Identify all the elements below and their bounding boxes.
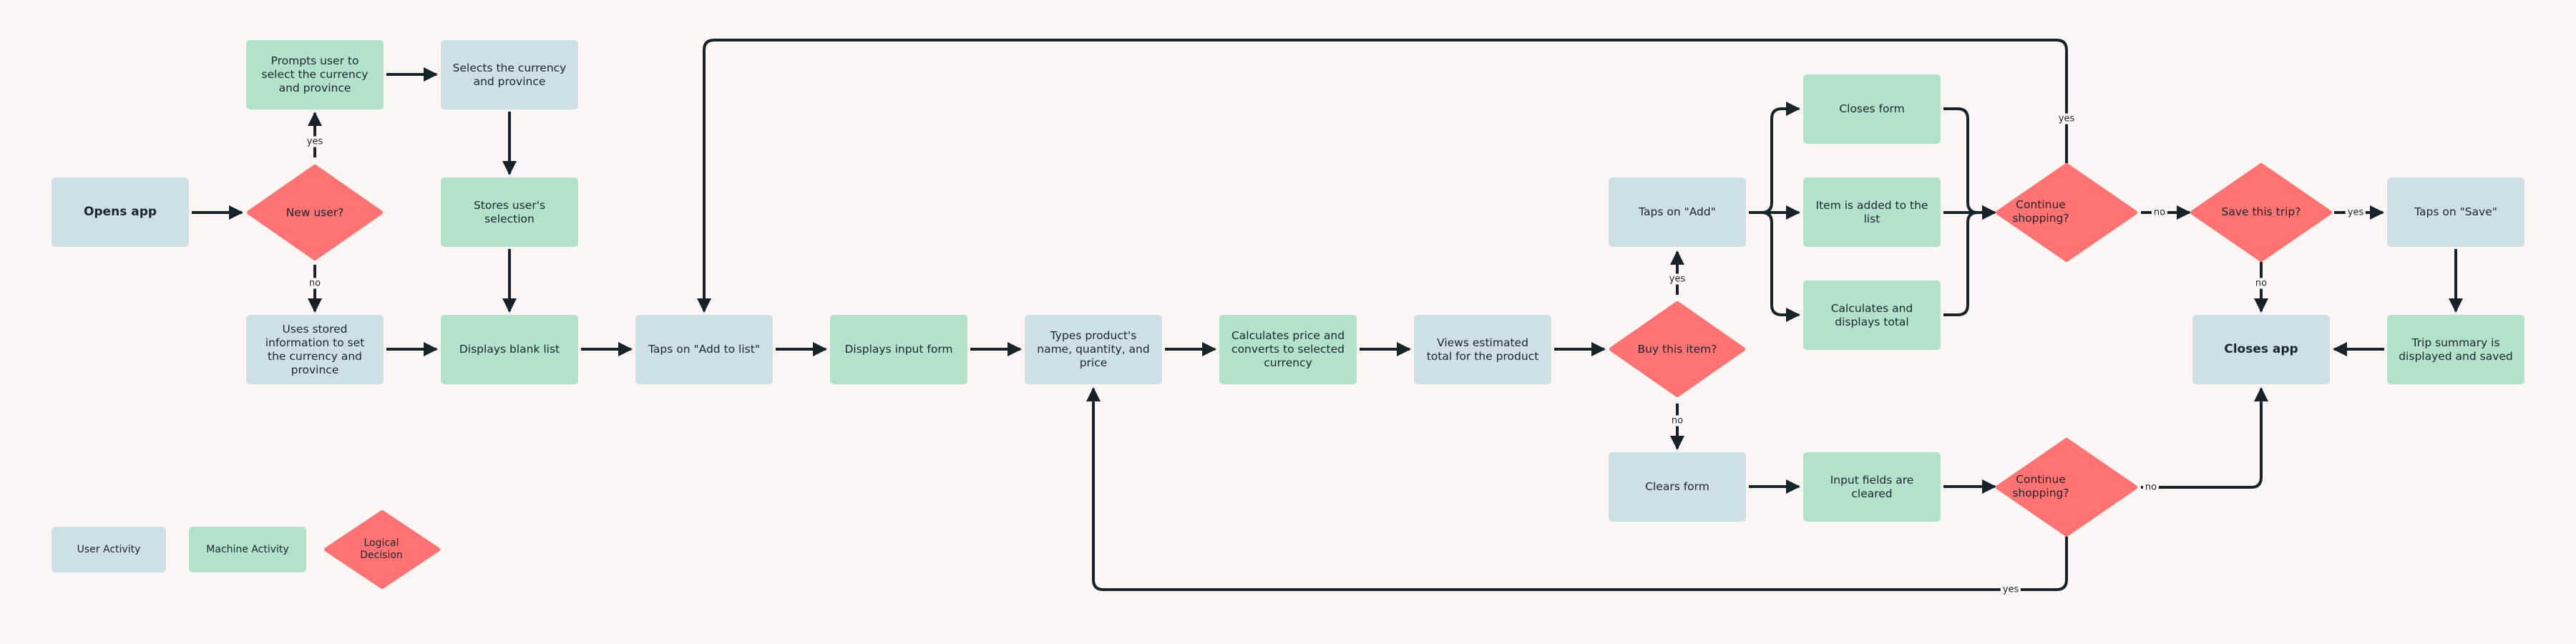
node-closes-form: Closes form [1803, 74, 1941, 144]
node-calculates-total: Calculates and displays total [1803, 280, 1941, 350]
decision-new-user [247, 165, 383, 260]
decision-save-trip [2190, 163, 2332, 262]
legend-user-activity: User Activity [52, 527, 166, 572]
edge-label-continue-top-yes: yes [2056, 113, 2077, 125]
node-item-added: Item is added to the list [1803, 177, 1941, 247]
edge-label-save-no: no [2253, 278, 2270, 289]
decision-continue-top [1996, 163, 2137, 262]
edge-label-newuser-no: no [306, 278, 323, 289]
node-selects-currency: Selects the currency and province [441, 40, 578, 109]
edge-label-buy-no: no [1669, 415, 1686, 426]
node-calculates-price: Calculates price and converts to selecte… [1219, 315, 1357, 384]
node-taps-add-to-list: Taps on "Add to list" [635, 315, 773, 384]
legend-machine-activity: Machine Activity [189, 527, 306, 572]
node-trip-summary: Trip summary is displayed and saved [2387, 315, 2524, 384]
edge-continue-top-yes-loop [697, 39, 2068, 313]
node-uses-stored-info: Uses stored information to set the curre… [246, 315, 384, 384]
decision-buy-item [1609, 301, 1745, 397]
node-stores-selection: Stores user's selection [441, 177, 578, 247]
edge-tapsadd-closesform [1749, 102, 1800, 214]
node-taps-add: Taps on "Add" [1609, 177, 1746, 247]
edge-calctotal-continue [1943, 205, 1996, 316]
edge-label-newuser-yes: yes [304, 136, 326, 147]
node-opens-app: Opens app [52, 177, 189, 247]
decision-continue-bottom [1996, 438, 2137, 537]
node-views-total: Views estimated total for the product [1414, 315, 1551, 384]
legend-logical-decision [324, 510, 440, 589]
node-displays-input-form: Displays input form [830, 315, 967, 384]
edge-label-buy-yes: yes [1667, 273, 1688, 285]
node-prompts-select: Prompts user to select the currency and … [246, 40, 384, 109]
edge-tapsadd-calctotal [1749, 211, 1800, 322]
node-types-product: Types product's name, quantity, and pric… [1025, 315, 1162, 384]
edge-label-continue-bottom-no: no [2142, 482, 2160, 493]
node-taps-save: Taps on "Save" [2387, 177, 2524, 247]
edge-continue-bottom-yes-loop [1086, 387, 2068, 591]
edge-label-continue-top-no: no [2151, 207, 2168, 218]
edge-closesform-continue [1943, 107, 1996, 220]
edge-label-continue-bottom-yes: yes [2000, 584, 2021, 595]
node-closes-app: Closes app [2192, 315, 2330, 384]
legend-logical-decision-label: Logical Decision [360, 537, 403, 561]
edge-label-save-yes: yes [2345, 207, 2366, 218]
node-clears-form: Clears form [1609, 452, 1746, 522]
node-displays-blank-list: Displays blank list [441, 315, 578, 384]
node-fields-cleared: Input fields are cleared [1803, 452, 1941, 522]
edge-continue-bottom-no-closesapp [2141, 387, 2268, 489]
